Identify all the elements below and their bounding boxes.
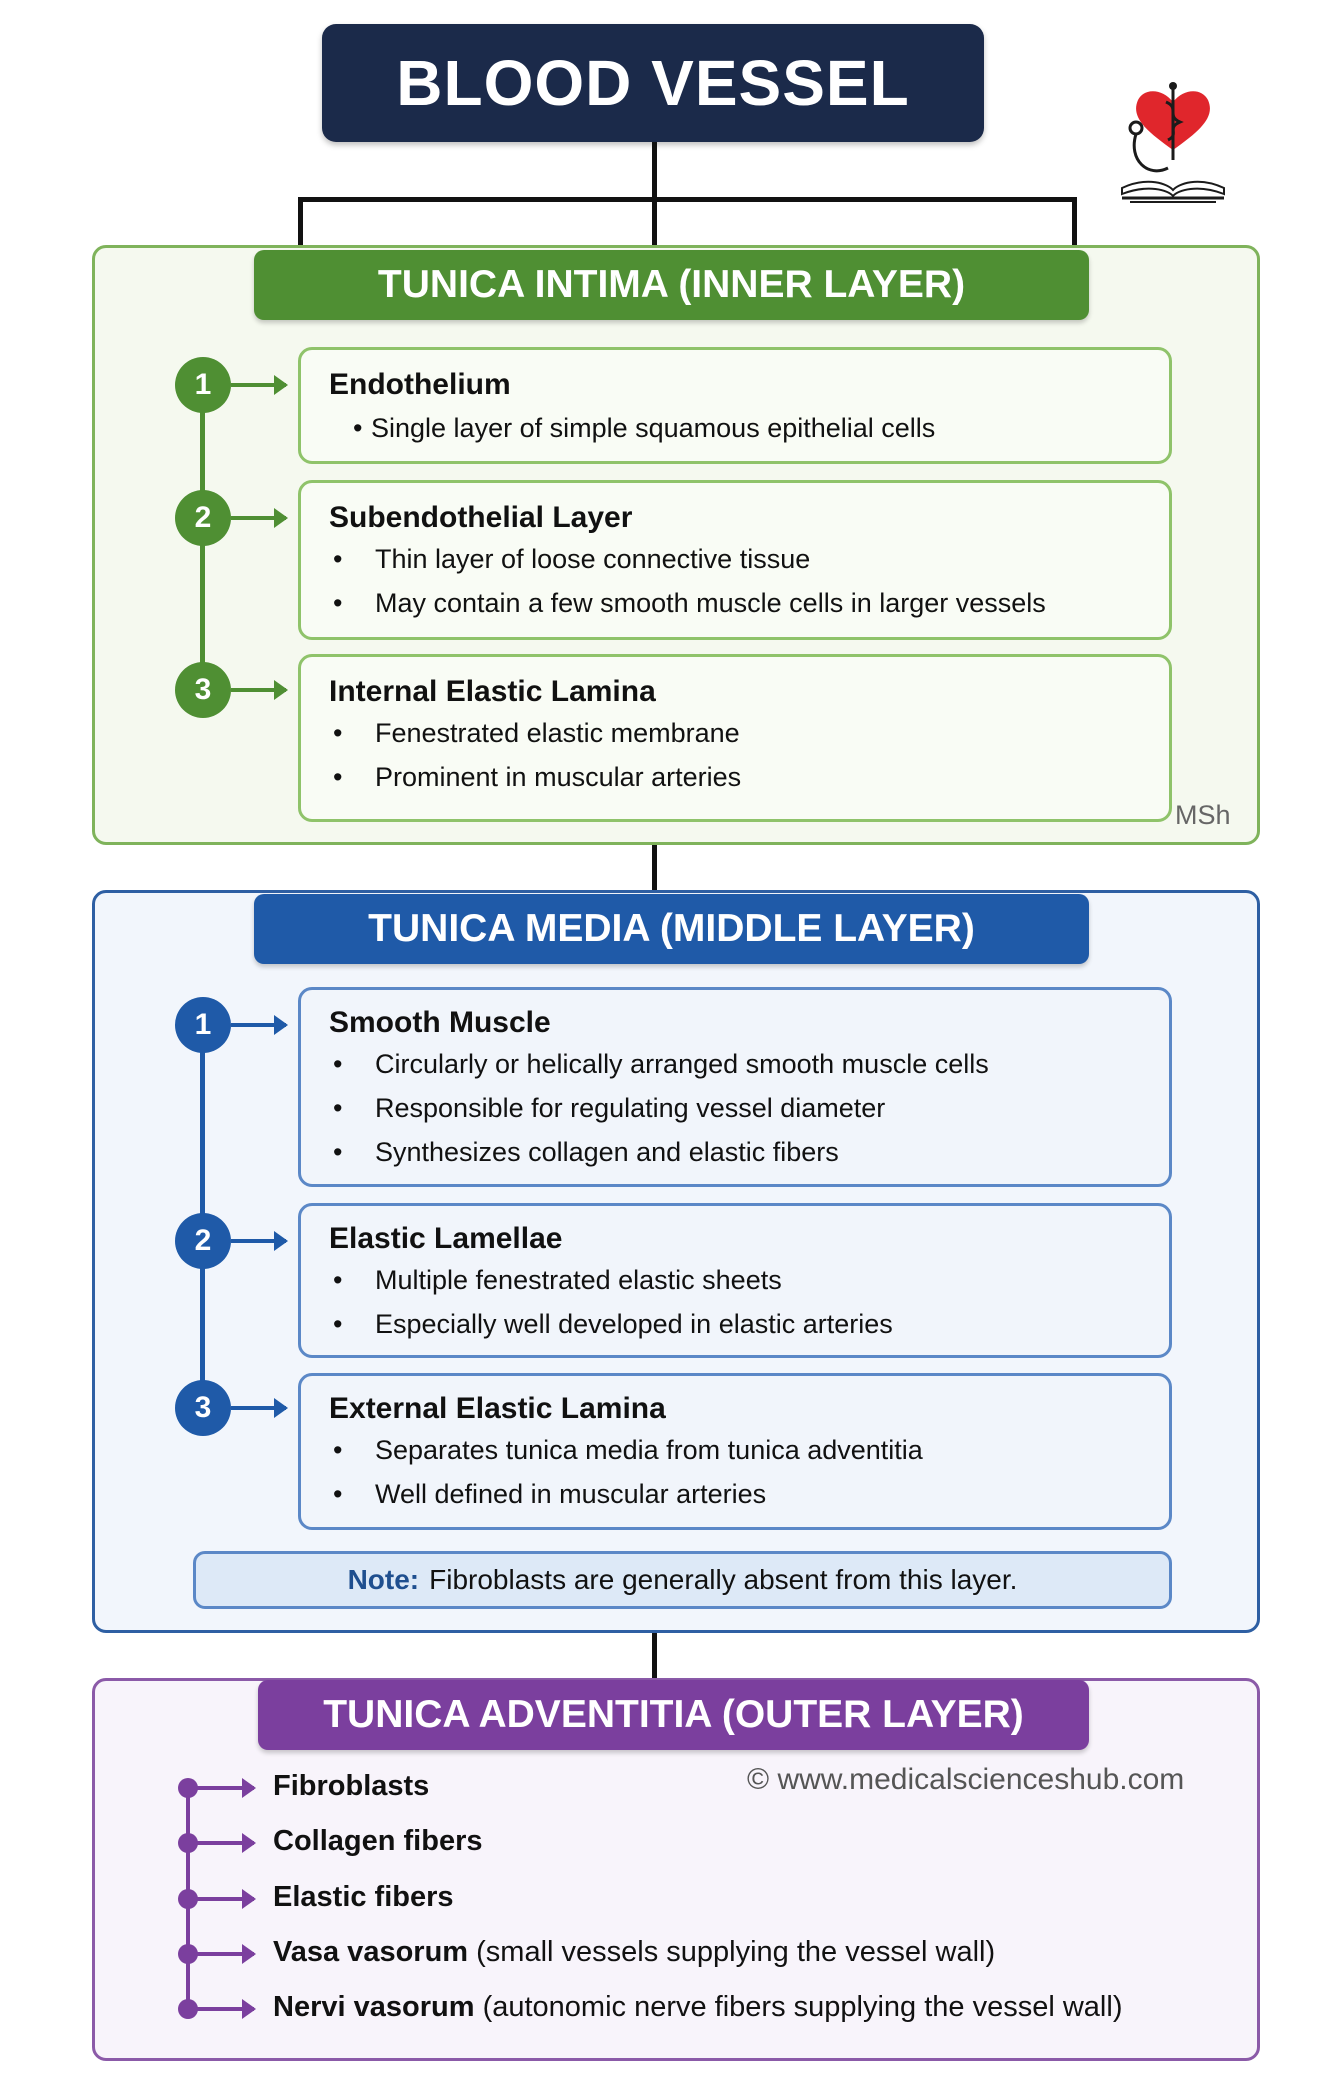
card-bullet: •Separates tunica media from tunica adve…: [333, 1435, 923, 1465]
card-bullet: •Responsible for regulating vessel diame…: [333, 1093, 886, 1123]
title-box: BLOOD VESSEL: [322, 24, 984, 142]
medical-logo-icon: [1121, 82, 1225, 203]
watermark: MSh: [1175, 800, 1231, 830]
connector-line: [652, 845, 657, 890]
arrow-icon: [231, 680, 288, 700]
connector-line: [298, 197, 1077, 202]
adventitia-item: Fibroblasts: [273, 1770, 430, 1802]
connector-line: [652, 1633, 657, 1678]
note-box: Note: Fibroblasts are generally absent f…: [193, 1551, 1172, 1609]
bullet-dot-icon: [178, 1889, 198, 1909]
card-bullet: •Fenestrated elastic membrane: [333, 718, 740, 748]
layer-card-smooth-muscle: Smooth Muscle •Circularly or helically a…: [298, 987, 1172, 1187]
connector-line: [1072, 197, 1077, 245]
card-title: Subendothelial Layer: [329, 501, 633, 534]
copyright-text: © www.medicalscienceshub.com: [747, 1763, 1185, 1796]
adventitia-item: Collagen fibers: [273, 1825, 483, 1857]
arrow-icon: [231, 508, 288, 528]
card-bullet: •Multiple fenestrated elastic sheets: [333, 1265, 782, 1295]
arrow-icon: [196, 1944, 256, 1964]
step-number-badge: 1: [175, 997, 231, 1053]
arrow-icon: [231, 375, 288, 395]
bullet-dot-icon: [178, 1944, 198, 1964]
card-title: Internal Elastic Lamina: [329, 675, 656, 708]
step-number-badge: 3: [175, 662, 231, 718]
adventitia-item: Vasa vasorum (small vessels supplying th…: [273, 1936, 996, 1968]
arrow-icon: [196, 1778, 256, 1798]
section-header-media: TUNICA MEDIA (MIDDLE LAYER): [254, 894, 1089, 964]
section-header-intima: TUNICA INTIMA (INNER LAYER): [254, 250, 1089, 320]
card-title: Endothelium: [329, 368, 511, 401]
step-number-badge: 2: [175, 490, 231, 546]
card-title: Elastic Lamellae: [329, 1222, 563, 1255]
card-bullet: •Synthesizes collagen and elastic fibers: [333, 1137, 839, 1167]
layer-card-external-elastic-lamina: External Elastic Lamina •Separates tunic…: [298, 1373, 1172, 1530]
layer-card-endothelium: Endothelium •Single layer of simple squa…: [298, 347, 1172, 464]
arrow-icon: [196, 1889, 256, 1909]
card-title: External Elastic Lamina: [329, 1392, 666, 1425]
layer-card-internal-elastic-lamina: Internal Elastic Lamina •Fenestrated ela…: [298, 654, 1172, 822]
note-text: Fibroblasts are generally absent from th…: [429, 1564, 1018, 1595]
card-bullet: •Especially well developed in elastic ar…: [333, 1309, 893, 1339]
card-bullet: •Prominent in muscular arteries: [333, 762, 742, 792]
arrow-icon: [231, 1015, 288, 1035]
adventitia-item: Nervi vasorum (autonomic nerve fibers su…: [273, 1991, 1123, 2023]
page-title: BLOOD VESSEL: [396, 47, 910, 119]
section-header-adventitia: TUNICA ADVENTITIA (OUTER LAYER): [258, 1680, 1089, 1750]
card-bullet: •May contain a few smooth muscle cells i…: [333, 588, 1046, 618]
card-bullet: •Thin layer of loose connective tissue: [333, 544, 811, 574]
bullet-dot-icon: [178, 1999, 198, 2019]
arrow-icon: [231, 1398, 288, 1418]
card-title: Smooth Muscle: [329, 1006, 551, 1039]
adventitia-item: Elastic fibers: [273, 1881, 454, 1913]
connector-line: [298, 197, 303, 245]
arrow-icon: [196, 1833, 256, 1853]
layer-card-elastic-lamellae: Elastic Lamellae •Multiple fenestrated e…: [298, 1203, 1172, 1358]
card-bullet: •Circularly or helically arranged smooth…: [333, 1049, 989, 1079]
step-number-badge: 1: [175, 357, 231, 413]
bullet-dot-icon: [178, 1833, 198, 1853]
step-number-badge: 2: [175, 1213, 231, 1269]
card-bullet: •Well defined in muscular arteries: [333, 1479, 767, 1509]
arrow-icon: [231, 1231, 288, 1251]
note-label: Note:: [347, 1564, 420, 1595]
arrow-icon: [196, 1999, 256, 2019]
card-bullet: •Single layer of simple squamous epithel…: [353, 413, 936, 443]
connector-line: [652, 142, 657, 250]
layer-card-subendothelial: Subendothelial Layer •Thin layer of loos…: [298, 480, 1172, 640]
step-number-badge: 3: [175, 1380, 231, 1436]
bullet-dot-icon: [178, 1778, 198, 1798]
